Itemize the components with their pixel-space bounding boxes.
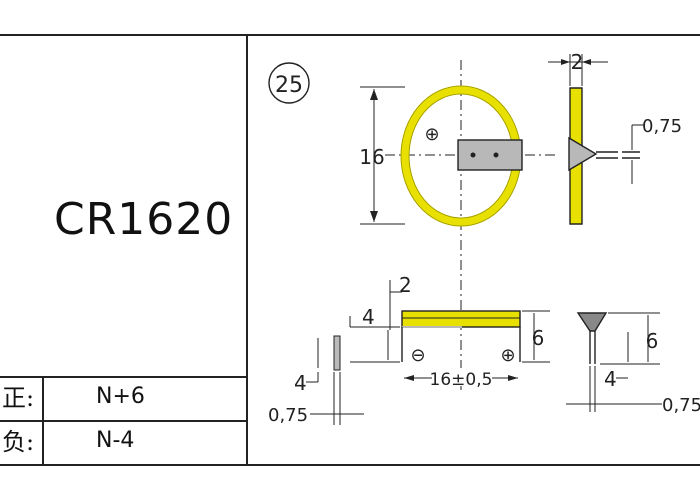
side-view-tab-cone	[568, 136, 598, 172]
thickness-arrow-left	[561, 59, 570, 65]
width-arrow-right	[508, 375, 518, 381]
diameter-arrow-top	[370, 89, 378, 100]
front-pin-offset-label: 4	[294, 371, 307, 395]
front-view-battery-body	[401, 310, 521, 328]
bottom-side-pin-width-label: 0,75	[662, 395, 700, 416]
tab-dot-right	[493, 152, 499, 158]
bottom-side-height-label: 6	[646, 329, 659, 353]
width-arrow-left	[404, 375, 414, 381]
figure-number: 25	[275, 73, 303, 98]
front-height-label: 6	[532, 326, 545, 350]
thickness-arrow-right	[582, 59, 591, 65]
bottom-side-offset-label: 4	[604, 367, 617, 391]
positive-pin-label: 正:	[2, 384, 35, 412]
side-pin-width-label: 0,75	[642, 116, 682, 137]
negative-pin-label: 负:	[2, 428, 35, 456]
model-name: CR1620	[54, 194, 234, 245]
negative-pin-value: N-4	[96, 428, 135, 453]
front-pin-width-label: 0,75	[268, 405, 308, 426]
diameter-arrow-bottom	[370, 211, 378, 222]
pin-table-row-negative	[0, 420, 248, 466]
top-view-plus-symbol: ⊕	[424, 124, 439, 145]
diameter-label: 16	[359, 145, 384, 169]
front-tab-label: 2	[399, 273, 412, 297]
figure-number-circle	[268, 62, 310, 104]
tab-thickness-label: 2	[571, 50, 584, 74]
positive-pin-value: N+6	[96, 384, 145, 409]
battery-tab-top-view	[457, 139, 523, 171]
tab-dot-left	[470, 152, 476, 158]
drawing-panel-frame	[246, 34, 700, 466]
front-width-label: 16±0,5	[430, 370, 493, 390]
bottom-side-tab-wedge	[576, 312, 608, 332]
width-label-backdrop	[432, 368, 492, 386]
pin-detail-body	[333, 335, 341, 371]
front-offset-label: 4	[362, 305, 375, 329]
pin-table-divider	[42, 376, 44, 466]
front-view-minus-symbol: ⊖	[410, 345, 425, 366]
front-view-plus-symbol: ⊕	[500, 345, 515, 366]
